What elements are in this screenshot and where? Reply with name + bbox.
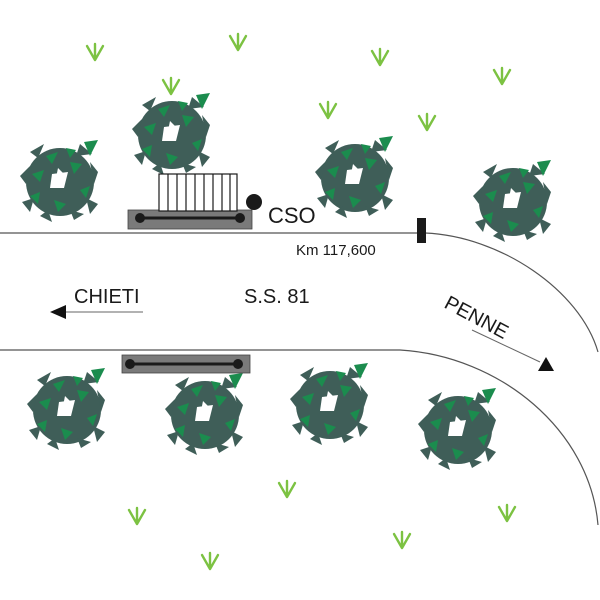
arrow-west <box>50 305 143 319</box>
tree-icon <box>165 373 243 455</box>
penne-label: PENNE <box>441 292 512 344</box>
km-marker-post <box>417 218 426 243</box>
grass-icon <box>277 479 297 499</box>
grass-icon <box>417 112 437 132</box>
grass-icon <box>318 100 338 120</box>
tree-icon <box>132 93 210 175</box>
sensor-dot <box>246 194 262 210</box>
grass-icon <box>127 506 147 526</box>
arrow-left-icon <box>50 305 66 319</box>
arrow-up-icon <box>538 357 554 371</box>
beam-node <box>235 213 245 223</box>
arrow-east <box>471 329 554 371</box>
chieti-label: CHIETI <box>74 286 140 308</box>
grass-icon <box>492 66 512 86</box>
grass-icon <box>161 76 181 96</box>
road-label: S.S. 81 <box>244 286 310 308</box>
trees <box>20 93 551 470</box>
grass-icon <box>392 530 412 550</box>
tree-icon <box>418 388 496 470</box>
grass-icon <box>497 503 517 523</box>
cso-station <box>127 173 262 230</box>
tree-icon <box>20 140 98 222</box>
road-edge-south <box>0 349 599 526</box>
grass-icon <box>85 42 105 62</box>
tree-icon <box>290 363 368 445</box>
grass-icon <box>200 551 220 571</box>
grass-icon <box>370 47 390 67</box>
beam-node <box>135 213 145 223</box>
grass-icon <box>228 32 248 52</box>
tree-icon <box>473 160 551 242</box>
station-label: CSO <box>268 203 316 228</box>
fence-cabinet <box>158 173 238 212</box>
tree-icon <box>27 368 105 450</box>
platform-south <box>121 354 251 374</box>
km-label: Km 117,600 <box>296 242 376 259</box>
road-edge-north <box>0 232 599 353</box>
tree-icon <box>315 136 393 218</box>
